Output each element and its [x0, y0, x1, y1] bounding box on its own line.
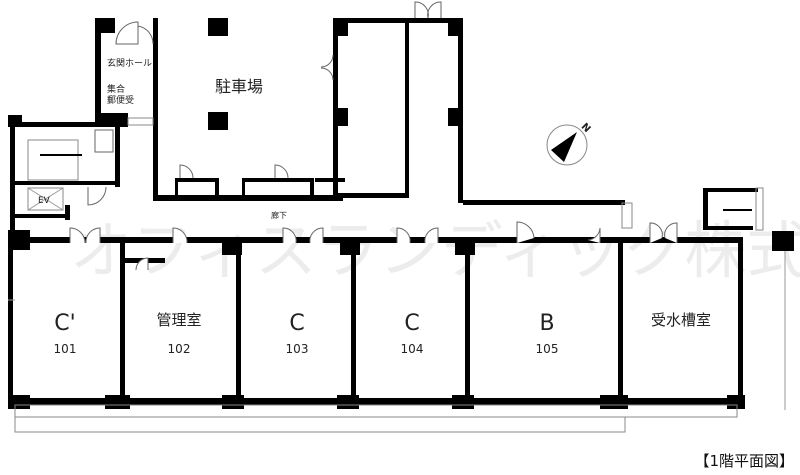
- unit-102-number: 102: [168, 342, 191, 356]
- mailbox-label-2: 郵便受: [107, 94, 134, 106]
- entrance-hall-label: 玄関ホール: [107, 57, 152, 69]
- entrance-hall: [95, 18, 158, 198]
- units-row: [8, 221, 745, 433]
- unit-103-type: C: [289, 311, 304, 336]
- water-tank-room-label: 受水槽室: [651, 311, 711, 329]
- stair-ev-block: [8, 115, 120, 240]
- parking-label: 駐車場: [215, 77, 263, 96]
- mailbox-label-1: 集合: [107, 83, 125, 95]
- elevator-label: EV: [38, 196, 51, 206]
- unit-104-number: 104: [401, 342, 424, 356]
- unit-105-number: 105: [536, 342, 559, 356]
- watermark: オフィスランディック株式会社: [70, 214, 800, 287]
- unit-103-number: 103: [286, 342, 309, 356]
- garage-rooms: [320, 1, 633, 229]
- unit-105-type: B: [539, 311, 554, 336]
- plan-title: 【1階平面図】: [694, 452, 794, 470]
- parking: [153, 18, 345, 201]
- unit-104-type: C: [404, 311, 419, 336]
- unit-101-type: C': [54, 311, 75, 336]
- north-arrow-icon: N: [546, 121, 593, 166]
- unit-102-type: 管理室: [156, 311, 201, 329]
- unit-101-number: 101: [54, 342, 77, 356]
- north-label: N: [579, 121, 593, 135]
- corridor-label: 廊下: [271, 210, 287, 220]
- right-stair: [703, 187, 794, 410]
